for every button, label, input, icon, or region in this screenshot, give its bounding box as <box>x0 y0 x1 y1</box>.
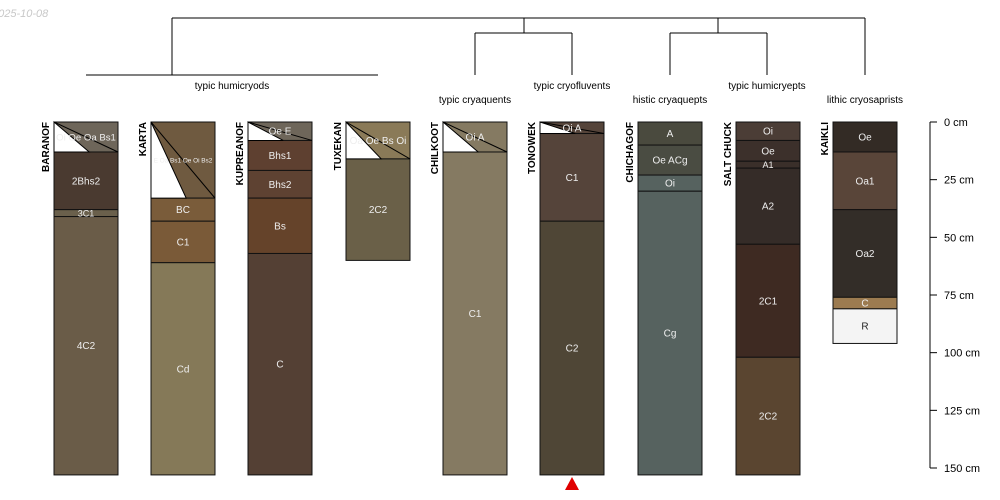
taxon-label: lithic cryosaprists <box>827 95 903 106</box>
horizon <box>150 262 216 476</box>
horizon-boundary <box>442 121 508 153</box>
profile-name: KAIKLI <box>820 122 831 156</box>
profile-name: KARTA <box>138 122 149 156</box>
profile-name: BARANOF <box>41 122 52 172</box>
horizon-label: Oi A <box>563 123 582 134</box>
horizon-wedge <box>345 120 383 160</box>
date-stamp: 2025-10-08 <box>0 8 49 20</box>
horizon <box>637 144 703 176</box>
horizon-wedge <box>247 121 284 141</box>
axis-tick-label: 75 cm <box>944 290 974 302</box>
dendrogram <box>86 17 866 76</box>
horizon-label: C1 <box>469 309 482 320</box>
horizon-label: 2Bhs2 <box>72 176 101 187</box>
horizon-label: Cg <box>664 329 677 340</box>
horizon-label: Cd <box>177 364 190 375</box>
horizon <box>442 151 508 476</box>
horizon <box>735 356 801 476</box>
horizon <box>247 169 313 199</box>
horizon-label: Bhs2 <box>269 180 292 191</box>
horizon <box>345 158 411 261</box>
soil-profile[interactable]: BARANOF Oi Oe Oa Bs1 2Bhs2 3C1 4C2 <box>41 120 119 476</box>
horizon-label: A2 <box>762 202 775 213</box>
dendrogram-branches <box>86 17 866 76</box>
horizon-label: C <box>861 299 868 310</box>
soil-profile[interactable]: TUXEKAN Oa Oe Bs Oi 2C2 <box>333 120 411 261</box>
horizon-label: Oe E <box>269 127 292 138</box>
horizon-label: Bhs1 <box>269 151 292 162</box>
horizon-wedge <box>442 120 480 153</box>
taxon-label: typic humicryepts <box>728 81 805 92</box>
axis-tick-label: 150 cm <box>944 463 980 475</box>
horizon-label: A1 <box>762 160 773 170</box>
horizon-label: Oi Oe Oa Bs1 <box>56 132 116 143</box>
horizon-label: C2 <box>566 344 579 355</box>
horizon-label: Bs <box>274 221 286 232</box>
horizon-boundary <box>345 121 411 160</box>
horizon-label: 2C2 <box>369 205 388 216</box>
horizon-label: Oa Oe Bs Oi <box>350 136 407 147</box>
horizon-wedge <box>150 121 187 199</box>
horizon-label: 2C1 <box>759 296 778 307</box>
horizon-boundary <box>150 121 216 199</box>
horizon-boundary <box>247 121 313 141</box>
horizon-label: C1 <box>177 237 190 248</box>
horizon-label: A <box>667 129 674 140</box>
horizon <box>735 243 801 358</box>
horizon-label: Oe ACg <box>652 156 687 167</box>
profile-name: CHICHAGOF <box>625 122 636 183</box>
taxon-label: typic humicryods <box>195 81 269 92</box>
profile-name: CHILKOOT <box>430 122 441 174</box>
axis-tick-label: 25 cm <box>944 175 974 187</box>
horizon-label: 3C1 <box>78 208 95 218</box>
horizon-label: C <box>276 360 283 371</box>
profile-name: TONOWEK <box>527 121 538 174</box>
selected-profile-marker <box>565 477 579 490</box>
horizon <box>247 252 313 476</box>
horizon <box>539 133 605 222</box>
horizon <box>539 220 605 476</box>
horizon-label: Oa2 <box>856 249 875 260</box>
horizon-boundary <box>53 121 119 153</box>
horizon-wedge <box>53 120 91 153</box>
horizon-label: Oa1 <box>856 176 875 187</box>
taxon-label: typic cryofluvents <box>534 81 611 92</box>
horizon-label: Oe <box>761 146 775 157</box>
horizon-label: 4C2 <box>77 341 96 352</box>
axis-tick-label: 50 cm <box>944 232 974 244</box>
horizon-label: Oi A <box>466 132 485 143</box>
horizon <box>637 190 703 476</box>
profile-name: TUXEKAN <box>333 122 344 170</box>
horizon-label: Oi <box>763 127 773 138</box>
axis-tick-label: 125 cm <box>944 405 980 417</box>
horizon <box>150 220 216 264</box>
horizon-label: 2C2 <box>759 412 778 423</box>
horizon-label: R <box>861 322 868 333</box>
horizon-boundary <box>539 121 605 135</box>
profile-name: SALT CHUCK <box>723 121 734 186</box>
soil-profile[interactable]: CHILKOOT Oi A C1 <box>430 120 508 476</box>
horizon-label: Oe <box>858 132 872 143</box>
depth-axis: 0 cm 25 cm 50 cm 75 cm 100 cm 125 cm 150 cm <box>929 117 980 475</box>
horizon-label: Oi <box>665 179 675 190</box>
horizon <box>53 216 119 476</box>
taxon-label: histic cryaquepts <box>633 95 707 106</box>
horizon-label: C1 <box>566 173 579 184</box>
horizon-label: BC <box>176 205 190 216</box>
taxon-label: typic cryaquents <box>439 95 511 106</box>
axis-tick-label: 100 cm <box>944 348 980 360</box>
horizon <box>832 308 898 344</box>
horizon <box>735 167 801 245</box>
profile-name: KUPREANOF <box>235 122 246 185</box>
horizon-wedge <box>539 121 576 135</box>
horizon <box>247 197 313 254</box>
horizon-label: E Oa Bs1 Oe Oi Bs2 <box>154 157 213 164</box>
axis-tick-label: 0 cm <box>944 117 968 129</box>
